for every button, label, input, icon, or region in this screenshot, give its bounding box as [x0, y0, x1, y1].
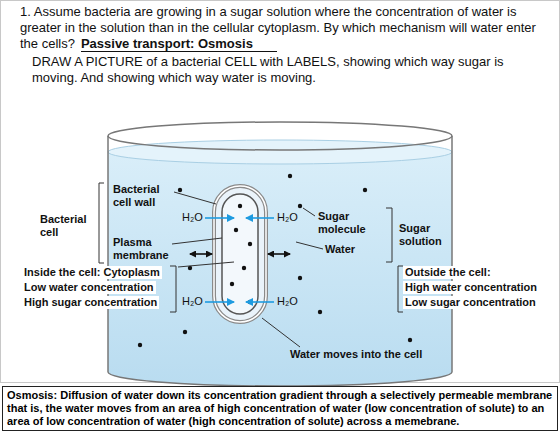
water-arrows: [205, 218, 274, 302]
definition-box: Osmosis: Diffusion of water down its con…: [2, 386, 558, 431]
beaker-wall: [107, 136, 109, 372]
sugar-molecules: [138, 174, 412, 347]
region-label: Inside the cell: Cytoplasm: [22, 266, 162, 279]
part-label: Water: [325, 243, 355, 256]
plasma-membrane: [222, 194, 258, 314]
definition-text: Osmosis: Diffusion of water down its con…: [7, 389, 553, 428]
region-label: Low sugar concentration: [403, 296, 538, 309]
group-label: Sugar solution: [399, 222, 451, 248]
beaker-rim: [108, 122, 452, 150]
water-label: H₂O: [277, 295, 298, 308]
part-label: Bacterial cell wall: [113, 183, 173, 209]
callout-label: Water moves into the cell: [290, 348, 422, 361]
region-label: High water concentration: [403, 281, 539, 294]
part-label: Plasma membrane: [113, 236, 173, 262]
beaker-base: [108, 372, 452, 386]
question-text: 1. Assume bacteria are growing in a suga…: [20, 4, 540, 52]
part-label: Sugar molecule: [318, 210, 374, 236]
region-label: Low water concentration: [22, 281, 156, 294]
water-label: H₂O: [182, 211, 203, 224]
part-label: Bacterial cell: [40, 213, 90, 239]
answer: Passive transport: Osmosis: [81, 37, 277, 52]
region-label: Outside the cell:: [403, 266, 493, 279]
double-arrows: [190, 253, 290, 255]
region-label: High sugar concentration: [22, 296, 159, 309]
beaker-wall: [451, 136, 453, 372]
water-label: H₂O: [182, 295, 203, 308]
instruction-text: DRAW A PICTURE of a bacterial CELL with …: [32, 54, 542, 86]
leader-lines: [172, 192, 323, 347]
surface: [108, 140, 452, 164]
water-label: H₂O: [277, 211, 298, 224]
